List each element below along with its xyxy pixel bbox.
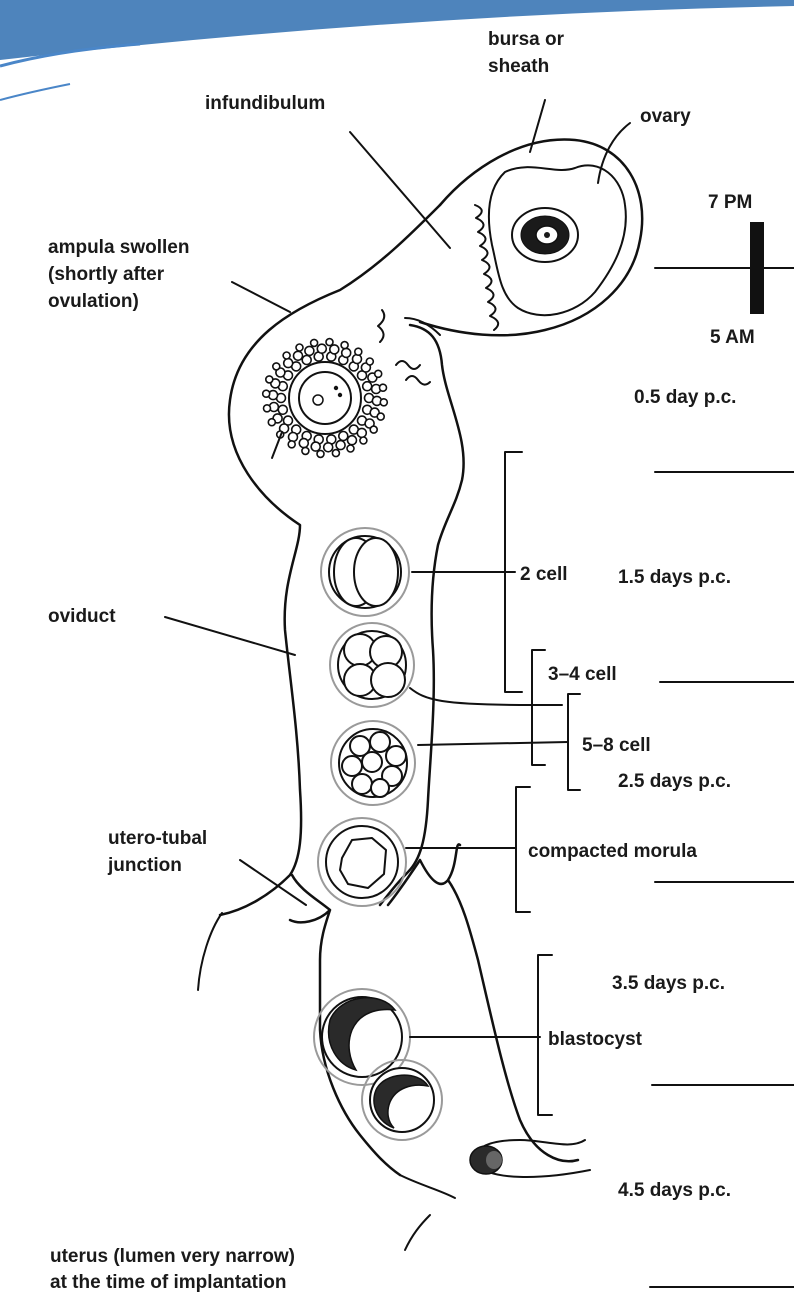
label-ovary: ovary (640, 106, 691, 127)
sperm-icon (396, 361, 430, 385)
cumulus-cell (317, 344, 326, 353)
label-ampula-line2: (shortly after (48, 264, 165, 285)
uterus-left-flap (198, 913, 222, 990)
cumulus-cell (380, 384, 387, 391)
cumulus-cell (268, 419, 275, 426)
label-compacted-morula: compacted morula (528, 841, 697, 862)
cumulus-cell (266, 376, 273, 383)
four-cell-embryo (330, 623, 414, 707)
cumulus-cell (294, 351, 303, 360)
cumulus-cell (357, 428, 366, 437)
label-ampula-line3: ovulation) (48, 291, 139, 312)
cumulus-cell (342, 348, 351, 357)
cumulus-cell (283, 352, 290, 359)
cumulus-cell (324, 443, 333, 452)
label-uterus-line2: at the time of implantation (50, 1272, 286, 1293)
cumulus-cell (296, 344, 303, 351)
timeline (650, 222, 794, 1287)
cumulus-cell (377, 413, 384, 420)
cumulus-cell (284, 359, 293, 368)
cumulus-cell (380, 399, 387, 406)
implanting-blastocyst (470, 1146, 502, 1174)
day-label-0: 0.5 day p.c. (634, 387, 736, 408)
uterus-lower-curve (400, 1175, 455, 1198)
cumulus-cell (330, 345, 339, 354)
cumulus-cell (302, 356, 311, 365)
cumulus-cell (302, 447, 309, 454)
label-bursa-line1: bursa or (488, 29, 565, 50)
label-utero-tubal-line1: utero-tubal (108, 828, 207, 849)
cumulus-cell (375, 370, 382, 377)
cumulus-cell (288, 441, 295, 448)
label-utero-tubal-line2: junction (107, 855, 182, 876)
cumulus-cell (273, 363, 280, 370)
label-infundibulum: infundibulum (205, 93, 325, 114)
time-start: 7 PM (708, 192, 752, 213)
fimbria-wiggle (378, 310, 384, 342)
cumulus-cell (366, 358, 373, 365)
eight-cell-embryo (331, 721, 415, 805)
cumulus-cell (311, 339, 318, 346)
cumulus-cell (289, 433, 298, 442)
cumulus-cell (336, 441, 345, 450)
label-oviduct: oviduct (48, 606, 116, 627)
infundibulum-fimbriae (475, 205, 498, 330)
day-label-3: 3.5 days p.c. (612, 973, 725, 994)
label-five-eight-cell: 5–8 cell (582, 735, 651, 756)
cumulus-cell (326, 339, 333, 346)
cumulus-cell (348, 436, 357, 445)
cumulus-cell (355, 348, 362, 355)
day-label-2: 2.5 days p.c. (618, 771, 731, 792)
hatching-blastocyst (362, 1060, 442, 1140)
cumulus-cell (339, 432, 348, 441)
cumulus-cell (317, 450, 324, 457)
cumulus-cell (299, 439, 308, 448)
compacted-morula (318, 818, 406, 906)
two-cell-embryo (321, 528, 409, 616)
label-two-cell: 2 cell (520, 564, 568, 585)
day-label-1: 1.5 days p.c. (618, 567, 731, 588)
label-bursa-line2: sheath (488, 56, 549, 77)
day-label-4: 4.5 days p.c. (618, 1180, 731, 1201)
cumulus-cell (363, 382, 372, 391)
ovarian-follicle (512, 208, 578, 262)
cumulus-cell (370, 426, 377, 433)
label-blastocyst: blastocyst (548, 1029, 643, 1050)
cumulus-cell (263, 390, 270, 397)
cumulus-cell (305, 346, 314, 355)
cumulus-cell (311, 442, 320, 451)
corner-decoration (0, 0, 794, 100)
cumulus-cell (347, 445, 354, 452)
cumulus-cell (332, 450, 339, 457)
label-three-four-cell: 3–4 cell (548, 664, 617, 685)
time-end: 5 AM (710, 327, 755, 348)
label-ampula-line1: ampula swollen (48, 237, 189, 258)
cumulus-cell (360, 437, 367, 444)
cumulus-cell (264, 405, 271, 412)
ovulated-oocyte-with-cumulus (263, 339, 388, 458)
cumulus-cell (341, 342, 348, 349)
uterus-tail (405, 1215, 430, 1250)
cumulus-cell (353, 355, 362, 364)
label-uterus-line1: uterus (lumen very narrow) (50, 1246, 295, 1267)
cumulus-cell (278, 405, 287, 414)
